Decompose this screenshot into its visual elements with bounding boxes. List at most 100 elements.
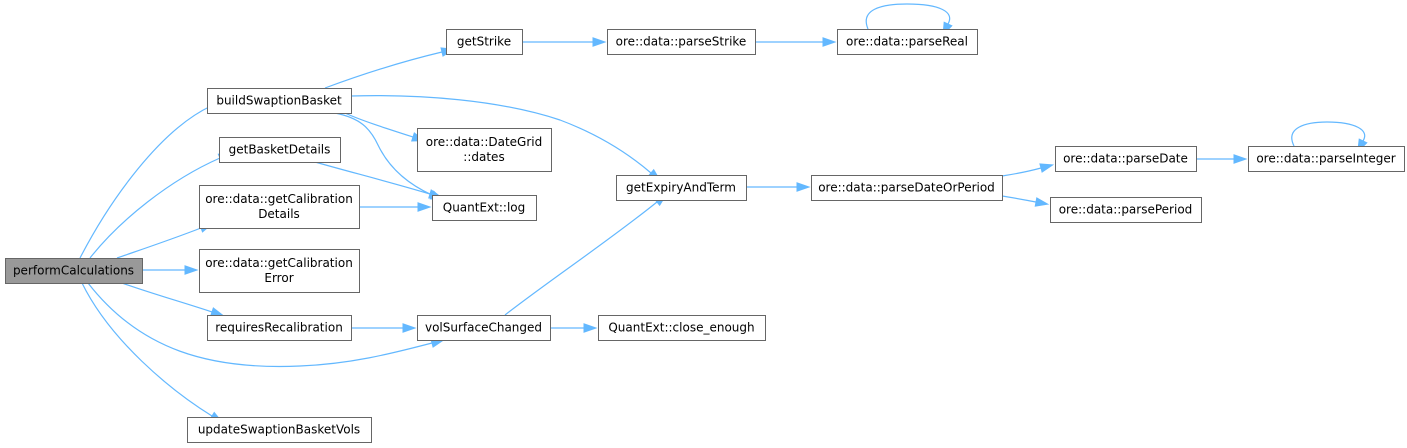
- node-parseDateOrPeriod[interactable]: ore::data::parseDateOrPeriod: [811, 175, 1003, 201]
- node-parsePeriod[interactable]: ore::data::parsePeriod: [1050, 197, 1202, 223]
- node-label: QuantExt::log: [443, 201, 525, 215]
- edge-line: [1291, 121, 1366, 147]
- edge-performCalculations-to-getCalibrationError: [142, 265, 199, 275]
- node-buildSwaptionBasket[interactable]: buildSwaptionBasket: [207, 88, 352, 114]
- node-label: Error: [264, 271, 293, 285]
- node-label: QuantExt::close_enough: [608, 321, 754, 335]
- node-label: getStrike: [457, 35, 511, 49]
- edge-parseDateOrPeriod-to-parsePeriod: [1001, 195, 1050, 207]
- node-label: ore::data::parseInteger: [1256, 152, 1395, 166]
- node-label: ore::data::parseDateOrPeriod: [818, 181, 995, 195]
- node-label: ore::data::DateGrid: [426, 135, 542, 149]
- node-box: [432, 195, 537, 221]
- node-parseReal[interactable]: ore::data::parseReal: [837, 29, 978, 55]
- edge-line: [1001, 167, 1042, 177]
- edge-arrowhead: [583, 323, 598, 333]
- edge-parseStrike-to-parseReal: [755, 37, 837, 47]
- node-label: ore::data::parseDate: [1063, 152, 1188, 166]
- node-label: ore::data::parsePeriod: [1059, 203, 1193, 217]
- node-label: updateSwaptionBasketVols: [198, 423, 360, 437]
- edge-line: [314, 161, 431, 195]
- node-label: buildSwaptionBasket: [216, 94, 342, 108]
- edge-getStrike-to-parseStrike: [522, 37, 607, 47]
- edge-arrowhead: [417, 202, 432, 212]
- node-label: ore::data::parseStrike: [616, 35, 747, 49]
- edge-arrowhead: [209, 307, 225, 317]
- edge-line: [116, 227, 202, 259]
- edge-performCalculations-to-getCalibrationDetails: [116, 223, 214, 259]
- edge-arrowhead: [1233, 154, 1248, 164]
- edge-line: [865, 3, 951, 30]
- edge-line: [334, 112, 433, 196]
- node-getBasketDetails[interactable]: getBasketDetails: [219, 137, 341, 163]
- node-label: Details: [258, 207, 300, 221]
- node-box: [5, 258, 143, 284]
- node-box: [616, 175, 747, 201]
- edge-line: [79, 105, 212, 259]
- node-performCalculations[interactable]: performCalculations: [5, 258, 143, 284]
- edge-requiresRecalibration-to-volSurfaceChanged: [351, 323, 417, 333]
- node-dateGridDates[interactable]: ore::data::DateGrid::dates: [417, 128, 552, 172]
- node-box: [598, 315, 766, 341]
- edge-line: [87, 282, 433, 368]
- node-quantExtLog[interactable]: QuantExt::log: [432, 195, 537, 221]
- edge-line: [504, 201, 658, 316]
- node-box: [446, 29, 523, 55]
- node-box: [837, 29, 978, 55]
- node-box: [417, 128, 552, 172]
- node-label: getBasketDetails: [229, 143, 331, 157]
- edge-buildSwaptionBasket-to-dateGridDates: [344, 112, 426, 142]
- node-getStrike[interactable]: getStrike: [446, 29, 523, 55]
- node-parseInteger[interactable]: ore::data::parseInteger: [1248, 146, 1405, 172]
- node-box: [219, 137, 341, 163]
- edge-parseDateOrPeriod-to-parseDate: [1001, 163, 1055, 177]
- node-label: ore::data::getCalibration: [205, 256, 353, 270]
- edge-line: [1001, 195, 1037, 203]
- node-box: [417, 315, 551, 341]
- edge-line: [344, 112, 414, 138]
- edge-line: [89, 157, 221, 259]
- edge-getExpiryAndTerm-to-parseDateOrPeriod: [746, 182, 811, 192]
- node-getExpiryAndTerm[interactable]: getExpiryAndTerm: [616, 175, 747, 201]
- node-box: [1055, 146, 1197, 172]
- node-volSurfaceChanged[interactable]: volSurfaceChanged: [417, 315, 551, 341]
- node-label: requiresRecalibration: [215, 321, 343, 335]
- edge-line: [350, 95, 652, 174]
- node-box: [187, 417, 372, 443]
- node-box: [811, 175, 1003, 201]
- edge-arrowhead: [592, 37, 607, 47]
- edge-arrowhead: [1039, 163, 1055, 173]
- edge-volSurfaceChanged-to-closeEnough: [550, 323, 598, 333]
- node-parseDate[interactable]: ore::data::parseDate: [1055, 146, 1197, 172]
- node-label: ore::data::parseReal: [846, 35, 968, 49]
- node-box: [199, 185, 360, 229]
- edge-line: [324, 51, 443, 89]
- node-updateSwaptionBasketVols[interactable]: updateSwaptionBasketVols: [187, 417, 372, 443]
- edge-arrowhead: [822, 37, 837, 47]
- node-box: [199, 249, 360, 293]
- node-parseStrike[interactable]: ore::data::parseStrike: [607, 29, 756, 55]
- node-box: [1248, 146, 1405, 172]
- node-box: [607, 29, 756, 55]
- edge-arrowhead: [402, 323, 417, 333]
- edge-arrowhead: [796, 182, 811, 192]
- node-requiresRecalibration[interactable]: requiresRecalibration: [207, 315, 352, 341]
- edge-arrowhead: [1034, 197, 1050, 207]
- edge-line: [81, 282, 213, 417]
- edge-getCalibrationDetails-to-quantExtLog: [359, 202, 432, 212]
- node-closeEnough[interactable]: QuantExt::close_enough: [598, 315, 766, 341]
- edge-performCalculations-to-buildSwaptionBasket: [79, 100, 224, 259]
- edge-arrowhead: [184, 265, 199, 275]
- node-label: volSurfaceChanged: [425, 321, 542, 335]
- edge-performCalculations-to-updateSwaptionBasketVols: [81, 282, 224, 424]
- node-label: getExpiryAndTerm: [626, 181, 736, 195]
- edge-buildSwaptionBasket-to-getStrike: [324, 47, 456, 89]
- edge-line: [121, 282, 213, 313]
- node-box: [1050, 197, 1202, 223]
- node-box: [207, 88, 352, 114]
- node-label: performCalculations: [13, 264, 134, 278]
- node-label: ::dates: [463, 150, 504, 164]
